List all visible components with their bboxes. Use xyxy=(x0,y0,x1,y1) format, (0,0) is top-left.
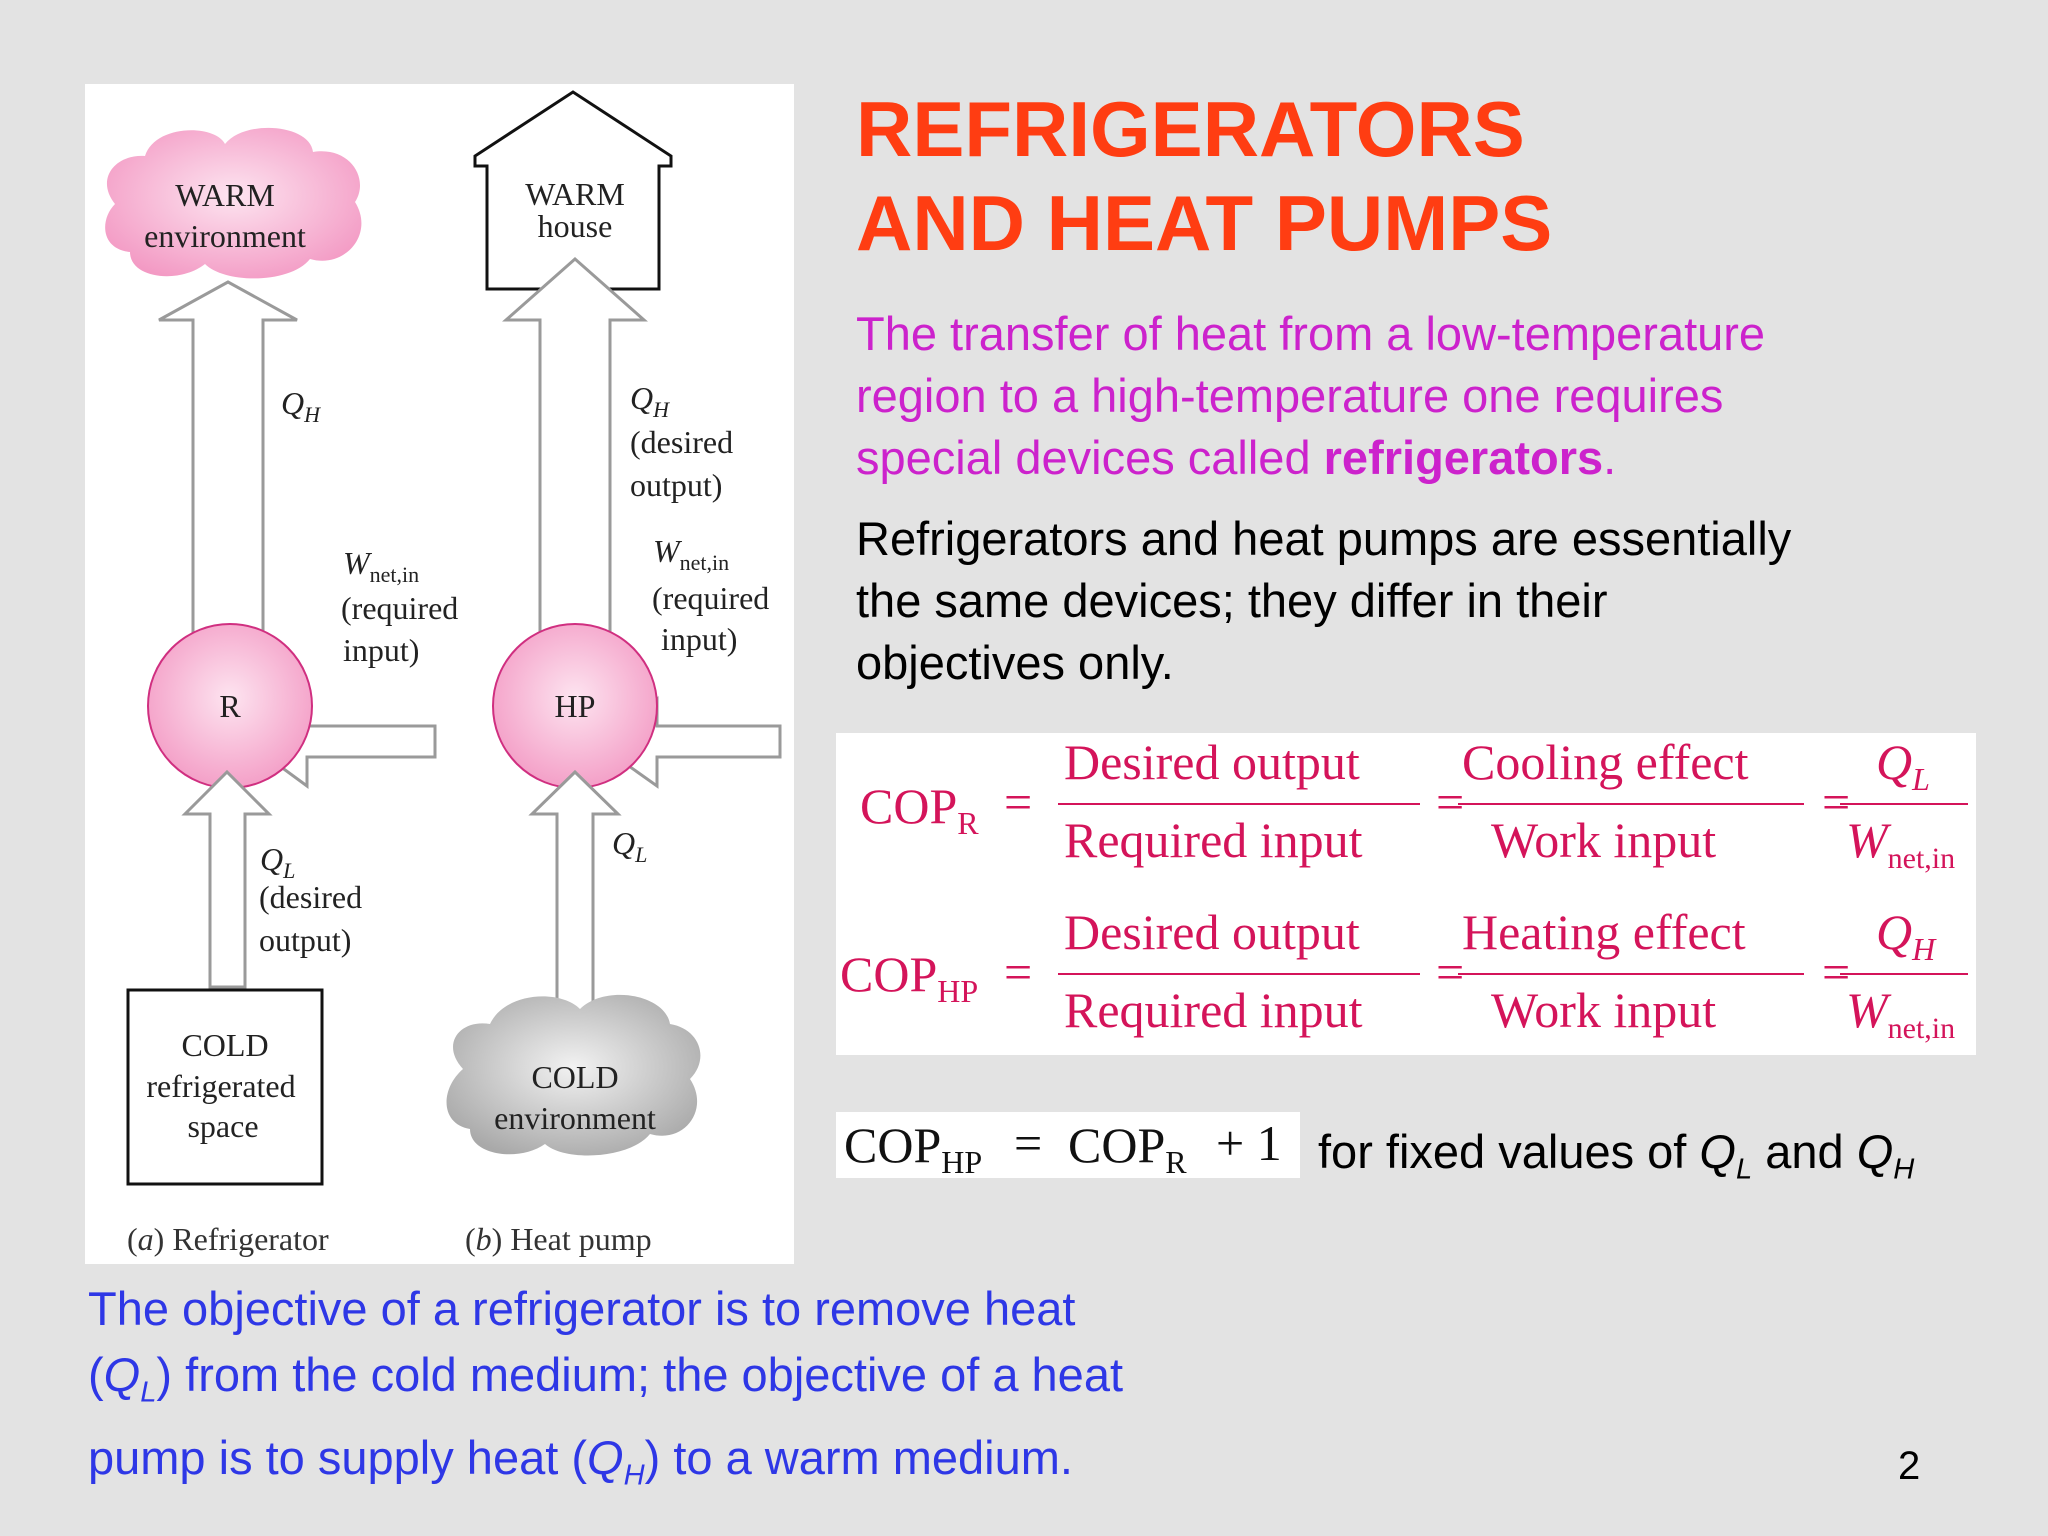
warm-house xyxy=(473,90,673,291)
refrigerator-heat-pump-figure: WARM environment QH Wnet,in (required in… xyxy=(85,84,794,1264)
fraction-bar xyxy=(1458,973,1804,975)
refrigerator-qh-arrow xyxy=(158,280,298,646)
caption-heat-pump: (b) Heat pump xyxy=(465,1221,652,1257)
fraction-bar xyxy=(1058,803,1420,805)
intro-line-1: The transfer of heat from a low-temperat… xyxy=(856,307,1766,360)
page-number: 2 xyxy=(1898,1444,1921,1488)
wnet-denominator: Wnet,in xyxy=(1846,982,1956,1045)
heatpump-w-label: Wnet,in xyxy=(653,533,729,575)
cold-env-label-2: environment xyxy=(494,1100,656,1136)
intro-paragraph: The transfer of heat from a low-temperat… xyxy=(856,303,1976,489)
objective-line-3: pump is to supply heat (QH) to a warm me… xyxy=(88,1431,1073,1492)
refrigerator-ql-arrow xyxy=(181,769,273,989)
title-line-1: REFRIGERATORS xyxy=(856,85,1525,173)
eq-sign: = xyxy=(1004,944,1033,1000)
cop-relation: COPHP = COPR + 1 xyxy=(836,1112,1300,1180)
work-input-denominator: Work input xyxy=(1491,982,1717,1038)
warm-environment-cloud xyxy=(105,127,362,279)
cop-hp-numerator-1: Desired output xyxy=(1064,904,1360,960)
refrigerator-qh-label: QH xyxy=(281,385,321,427)
eq-sign: = xyxy=(1822,944,1851,1000)
fraction-bar xyxy=(1058,973,1420,975)
objective-line-1: The objective of a refrigerator is to re… xyxy=(88,1282,1076,1335)
refrigerator-w-label: Wnet,in xyxy=(343,545,419,587)
eq-sign: = xyxy=(1436,944,1465,1000)
cop-hp-symbol: COPHP xyxy=(840,946,979,1009)
refrigerator-w-desc-2: input) xyxy=(343,632,419,668)
figure-svg: WARM environment QH Wnet,in (required in… xyxy=(105,90,782,1257)
intro-line-3: special devices called refrigerators. xyxy=(856,431,1617,484)
cooling-effect-numerator: Cooling effect xyxy=(1462,734,1749,790)
cop-r-denominator-1: Required input xyxy=(1064,812,1363,868)
same-devices-line-1: Refrigerators and heat pumps are essenti… xyxy=(856,512,1792,565)
wnet-denominator: Wnet,in xyxy=(1846,812,1956,875)
refrigerator-ql-desc-1: (desired xyxy=(259,879,362,915)
fixed-values-note: for fixed values of QL and QH xyxy=(1318,1125,1915,1186)
ql-numerator: QL xyxy=(1876,734,1930,797)
heatpump-ql-label: QL xyxy=(612,825,647,867)
objective-line-2: (QL) from the cold medium; the objective… xyxy=(88,1348,1124,1409)
heatpump-qh-label: QH xyxy=(630,380,670,422)
slide-title: REFRIGERATORS AND HEAT PUMPS xyxy=(856,82,2006,270)
fraction-bar xyxy=(1840,973,1968,975)
cold-env-label-1: COLD xyxy=(531,1059,618,1095)
qh-numerator: QH xyxy=(1876,904,1936,967)
same-devices-line-2: the same devices; they differ in their xyxy=(856,574,1608,627)
refrigerator-ql-desc-2: output) xyxy=(259,922,351,958)
intro-line-2: region to a high-temperature one require… xyxy=(856,369,1724,422)
cold-space-label-2: refrigerated xyxy=(146,1068,295,1104)
warm-house-label-1: WARM xyxy=(525,176,625,212)
warm-house-label-2: house xyxy=(538,208,613,244)
caption-refrigerator: (a) Refrigerator xyxy=(127,1221,329,1257)
relation-eq-sign: = xyxy=(1014,1115,1043,1171)
heatpump-w-desc-1: (required xyxy=(652,580,769,616)
cop-r-relation-symbol: COPR xyxy=(1068,1117,1187,1180)
cold-space-label-3: space xyxy=(187,1108,258,1144)
heating-effect-numerator: Heating effect xyxy=(1462,904,1746,960)
refrigerators-term: refrigerators xyxy=(1323,431,1604,484)
cold-space-label-1: COLD xyxy=(181,1027,268,1063)
objective-paragraph: The objective of a refrigerator is to re… xyxy=(88,1276,1238,1509)
eq-sign: = xyxy=(1436,774,1465,830)
refrigerator-ql-label: QL xyxy=(260,841,295,883)
heatpump-device-label: HP xyxy=(555,688,596,724)
plus-one: + 1 xyxy=(1216,1115,1282,1171)
fraction-bar xyxy=(1840,803,1968,805)
heatpump-w-desc-2: input) xyxy=(661,621,737,657)
refrigerator-w-desc-1: (required xyxy=(341,590,458,626)
heatpump-qh-desc-1: (desired xyxy=(630,424,733,460)
eq-sign: = xyxy=(1004,774,1033,830)
cold-environment-cloud xyxy=(446,994,701,1156)
cop-hp-denominator-1: Required input xyxy=(1064,982,1363,1038)
same-devices-line-3: objectives only. xyxy=(856,636,1174,689)
heatpump-qh-arrow xyxy=(502,256,648,651)
cop-r-symbol: COPR xyxy=(860,778,979,841)
heatpump-qh-desc-2: output) xyxy=(630,467,722,503)
eq-sign: = xyxy=(1822,774,1851,830)
warm-env-label-1: WARM xyxy=(175,177,275,213)
fraction-bar xyxy=(1458,803,1804,805)
refrigerator-device-label: R xyxy=(219,688,241,724)
cold-refrigerated-space-box xyxy=(126,988,324,1186)
warm-env-label-2: environment xyxy=(144,218,306,254)
cop-r-numerator-1: Desired output xyxy=(1064,734,1360,790)
cop-equations: COPR = Desired output Required input = C… xyxy=(836,733,1976,1055)
cop-hp-relation-symbol: COPHP xyxy=(844,1117,983,1180)
work-input-denominator: Work input xyxy=(1491,812,1717,868)
title-line-2: AND HEAT PUMPS xyxy=(856,179,1553,267)
same-devices-paragraph: Refrigerators and heat pumps are essenti… xyxy=(856,508,1976,694)
